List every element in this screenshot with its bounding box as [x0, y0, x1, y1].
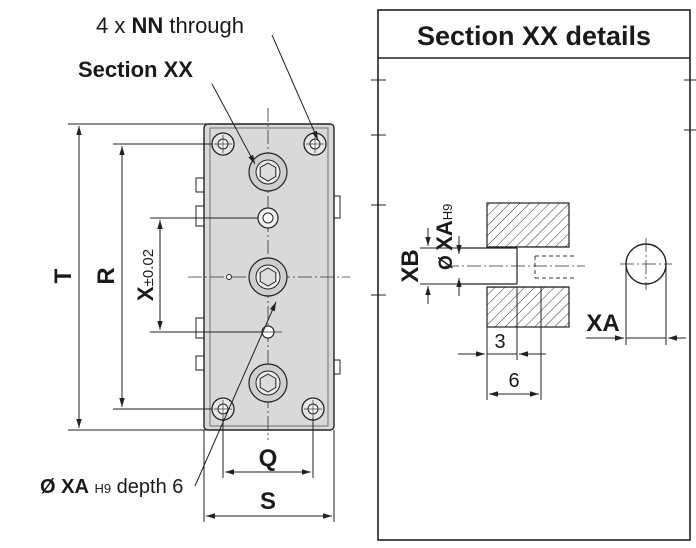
through-hole-callout: 4 x NN through: [96, 13, 244, 38]
through-hole-tr: [303, 132, 327, 156]
screw-bottom: [248, 363, 288, 403]
pin-hole-upper: [257, 207, 279, 229]
screw-top: [248, 152, 288, 192]
section-hatch-upper: [486, 202, 570, 248]
pin-end-view: [586, 238, 686, 345]
through-hole-br: [301, 397, 325, 421]
screw-middle: [248, 257, 288, 297]
detail-dia-label: Ø XAH9: [432, 204, 457, 270]
dim-label-X: X±0.02: [133, 249, 158, 301]
section-details-title: Section XX details: [417, 21, 651, 51]
dim-label-3: 3: [494, 331, 505, 353]
dim-label-S: S: [260, 488, 276, 515]
dim-label-XA: XA: [586, 310, 619, 337]
dim-label-XB: XB: [397, 249, 424, 282]
section-hatch-lower: [486, 286, 570, 328]
section-callout: Section XX: [78, 57, 193, 82]
dim-label-6: 6: [508, 370, 519, 392]
dim-label-R: R: [93, 267, 120, 284]
front-view: [68, 34, 350, 522]
section-details-panel: [371, 9, 696, 541]
pin-hole-callout: Ø XA H9 depth 6: [40, 476, 183, 498]
dim-label-T: T: [50, 268, 77, 283]
through-hole-tl: [211, 132, 235, 156]
through-hole-bl: [211, 397, 235, 421]
small-dot: [226, 274, 232, 280]
dim-label-Q: Q: [259, 445, 278, 472]
